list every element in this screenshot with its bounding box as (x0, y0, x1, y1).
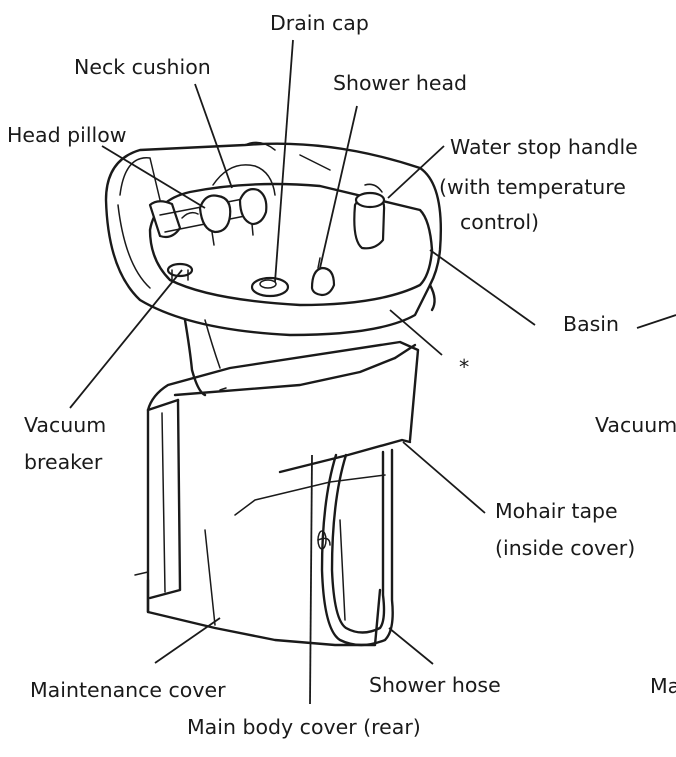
label-water-stop-line1: Water stop handle (450, 135, 638, 159)
label-drain-cap: Drain cap (270, 11, 369, 35)
label-asterisk: * (459, 355, 469, 379)
head-pillow-shape (150, 165, 275, 245)
label-neck-cushion: Neck cushion (74, 55, 211, 79)
basin-shape (106, 142, 441, 335)
label-water-stop-line2: (with temperature (439, 175, 626, 199)
label-shower-hose: Shower hose (369, 673, 501, 697)
leader-drain-cap (275, 40, 293, 282)
main-body-cover (148, 320, 415, 472)
label-vacuum-breaker-line2: breaker (24, 450, 102, 474)
label-water-stop-line3: control) (460, 210, 539, 234)
shower-head-shape (312, 258, 334, 295)
leader-basin (430, 250, 535, 325)
label-vacuum-right: Vacuum (595, 413, 676, 437)
label-shower-head: Shower head (333, 71, 467, 95)
leader-main-body (310, 455, 312, 704)
label-head-pillow: Head pillow (7, 123, 127, 147)
label-ma-fragment: Ma (650, 674, 676, 698)
label-main-body-cover: Main body cover (rear) (187, 715, 421, 739)
water-stop-handle-shape (354, 184, 384, 248)
leader-mohair (403, 442, 485, 513)
leader-maintenance (155, 618, 220, 663)
label-mohair-line2: (inside cover) (495, 536, 635, 560)
leader-head-pillow (102, 146, 205, 208)
label-mohair-line1: Mohair tape (495, 499, 618, 523)
label-maintenance-cover: Maintenance cover (30, 678, 226, 702)
drain-cap-shape (252, 278, 288, 296)
label-vacuum-breaker-line1: Vacuum (24, 413, 106, 437)
leader-neck-cushion (195, 84, 232, 188)
leader-shower-hose (389, 628, 433, 664)
leader-basin-right (637, 315, 676, 328)
label-basin: Basin (563, 312, 619, 336)
